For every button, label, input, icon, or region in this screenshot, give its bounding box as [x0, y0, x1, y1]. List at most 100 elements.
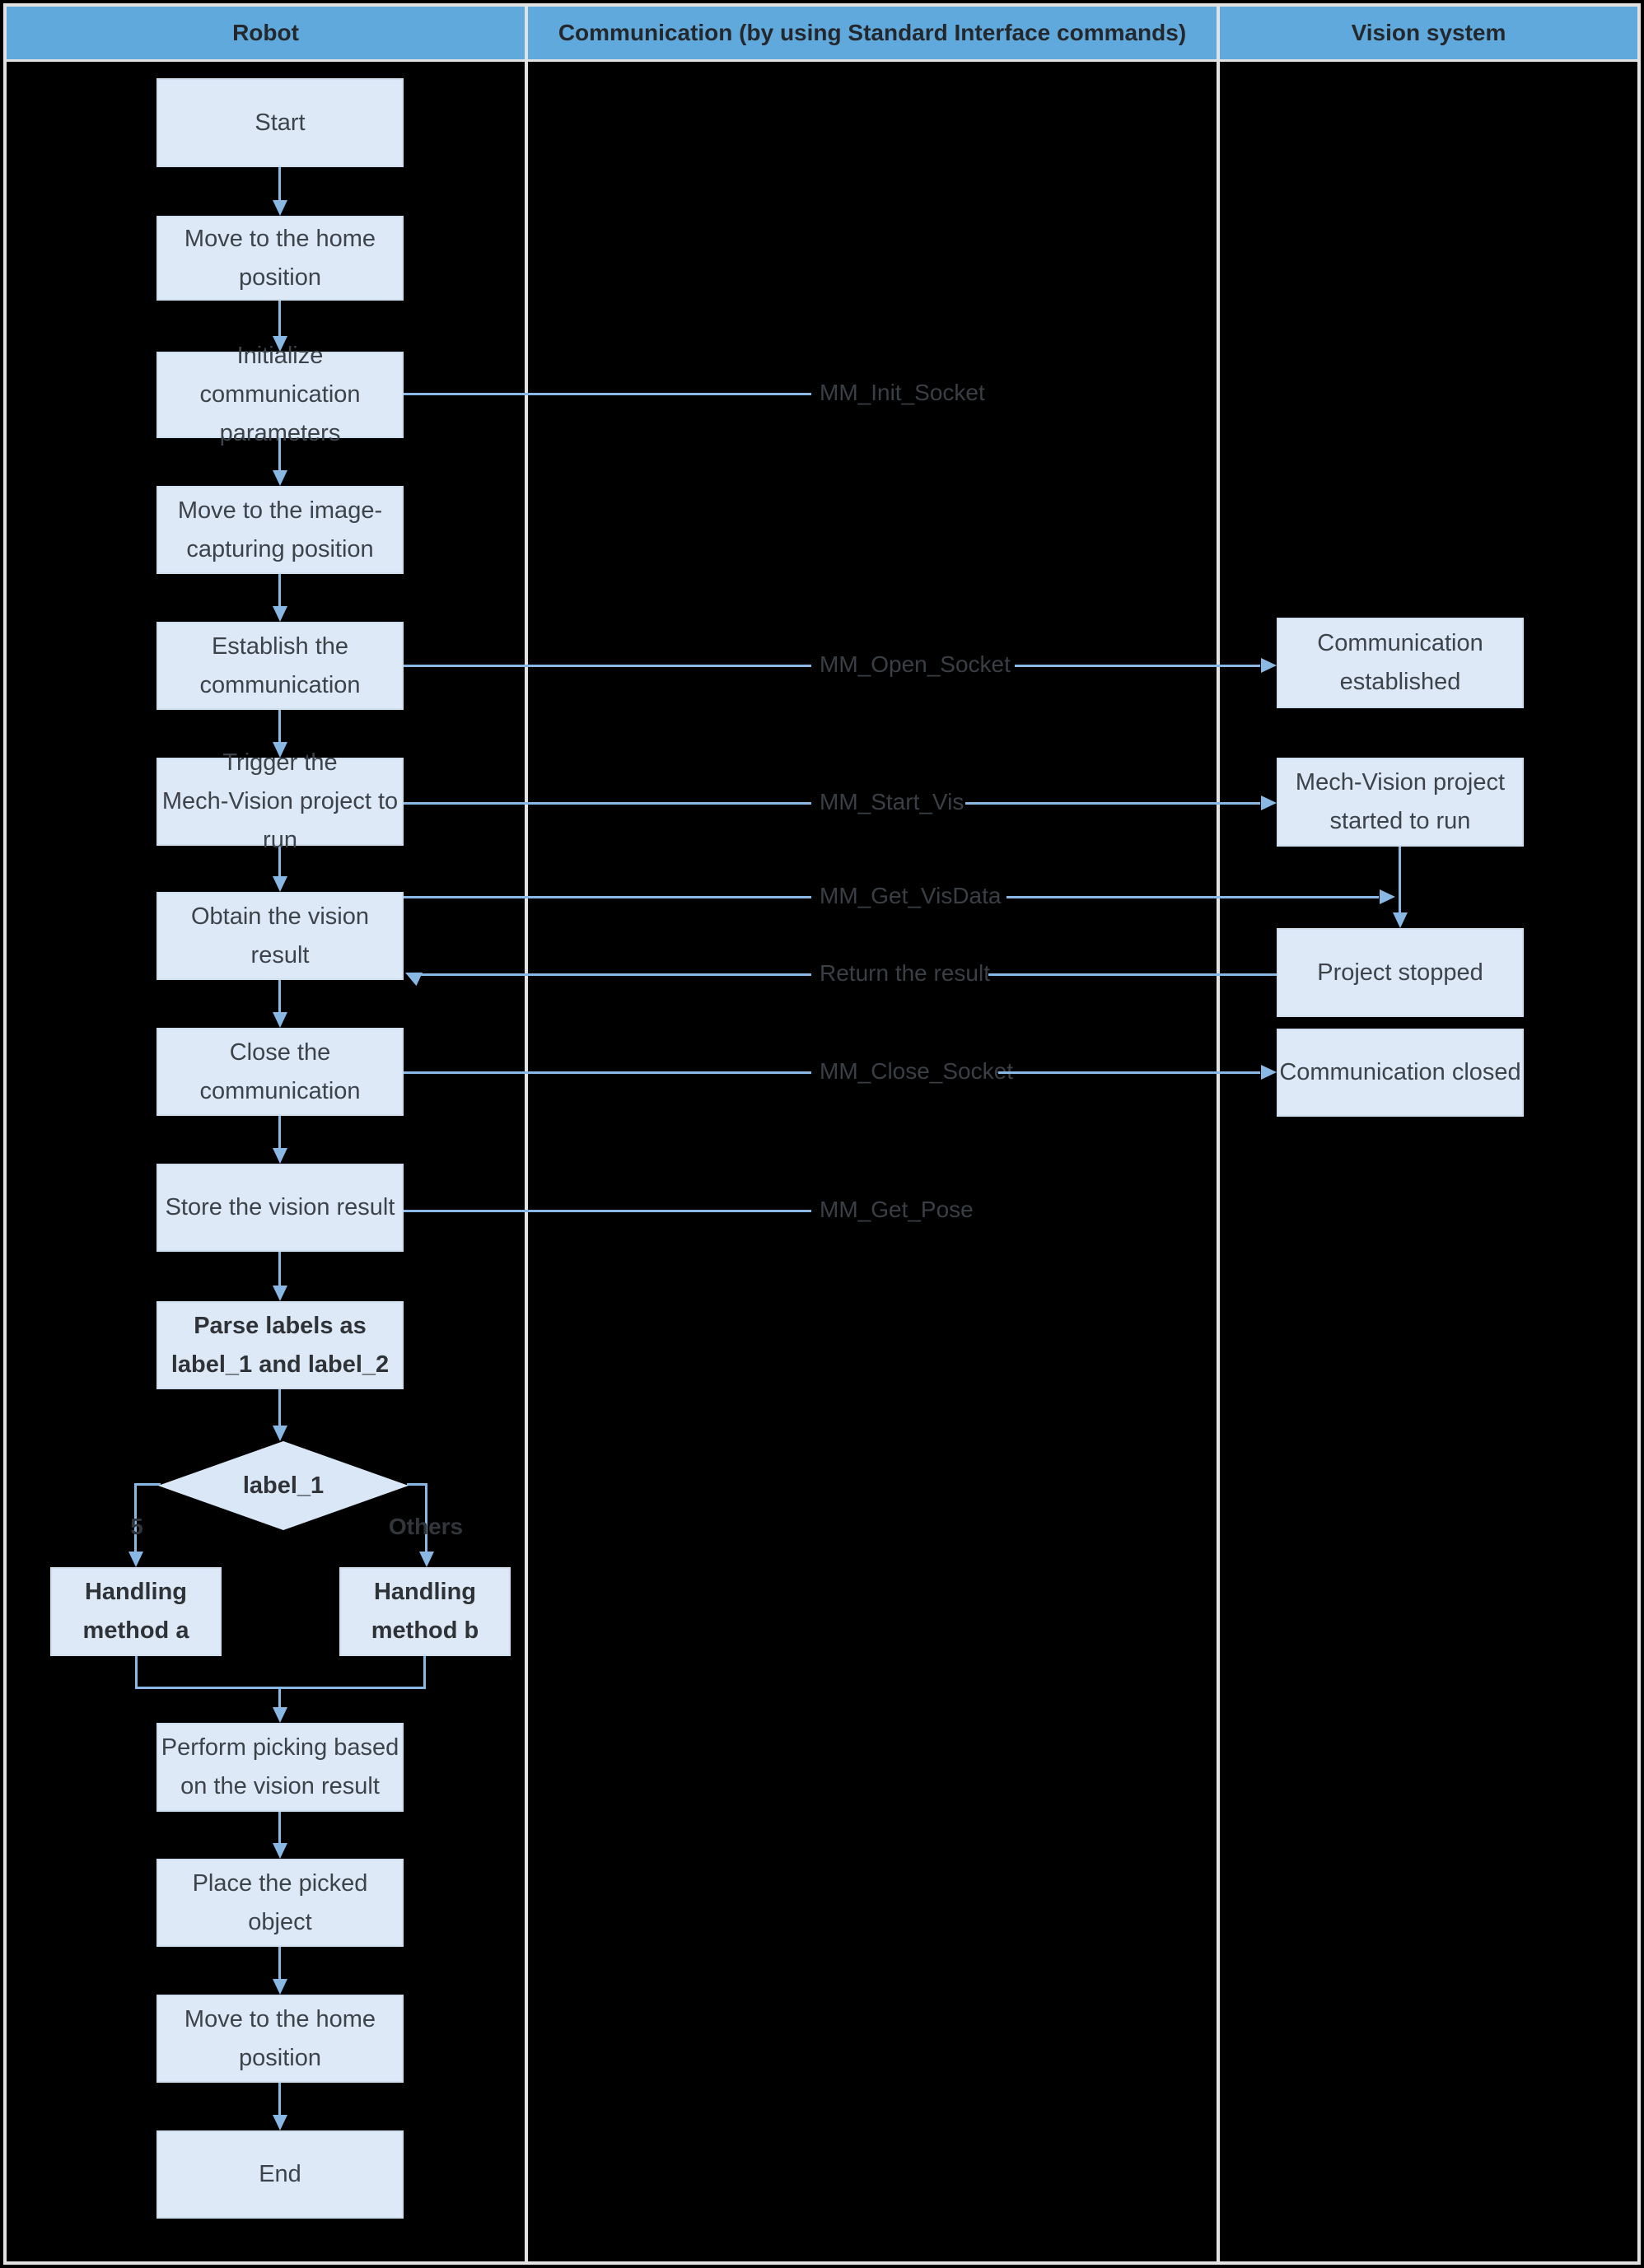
arrowhead-parse [273, 1286, 287, 1301]
node-establish-communication: Establish the communication [156, 622, 404, 710]
arrowhead-communication-established [1261, 658, 1277, 673]
node-communication-closed-label: Communication closed [1279, 1059, 1521, 1085]
line-mm-get-visdata-right [1006, 896, 1379, 898]
header-underline [7, 59, 1637, 62]
arrowhead-init [273, 336, 287, 352]
arrowhead-obtain [273, 876, 287, 892]
node-perform-picking: Perform picking based on the vision resu… [156, 1723, 404, 1812]
node-project-stopped-label: Project stopped [1317, 959, 1483, 986]
line-mm-open-socket-left [404, 665, 811, 667]
command-mm-get-visdata: MM_Get_VisData [820, 883, 1002, 908]
arrow-store-to-parse [278, 1252, 281, 1286]
node-parse-labels: Parse labels as label_1 and label_2 [156, 1301, 404, 1389]
arrow-establish-to-trigger [278, 710, 281, 743]
lane-header-communication-label: Communication (by using Standard Interfa… [558, 20, 1187, 45]
line-return-result-left [418, 973, 811, 976]
merge-horizontal-line [135, 1687, 426, 1689]
node-store-vision-result: Store the vision result [156, 1164, 404, 1252]
arrowhead-move-home-2 [273, 1979, 287, 1995]
arrowhead-project-started [1261, 796, 1277, 810]
node-handling-method-b-label: Handling method b [371, 1579, 479, 1644]
node-obtain-vision-result: Obtain the vision result [156, 892, 404, 980]
branch-left-vertical-line [134, 1485, 137, 1552]
arrowhead-store [273, 1148, 287, 1164]
line-mm-open-socket-right [1015, 665, 1260, 667]
arrowhead-end [273, 2115, 287, 2130]
node-close-communication: Close the communication [156, 1028, 404, 1116]
command-mm-open-socket: MM_Open_Socket [820, 651, 1011, 677]
node-move-image-capturing: Move to the image- capturing position [156, 486, 404, 574]
node-end-label: End [259, 2161, 301, 2187]
decision-diamond-label: label_1 [242, 1472, 325, 1499]
arrowhead-perform [273, 1707, 287, 1723]
node-move-home-2-label: Move to the home position [184, 2005, 376, 2071]
arrowhead-trigger [273, 742, 287, 758]
line-mm-close-socket-right [998, 1071, 1260, 1074]
command-mm-close-socket: MM_Close_Socket [820, 1058, 1013, 1084]
arrow-trigger-to-obtain [278, 846, 281, 877]
command-mm-start-vis: MM_Start_Vis [820, 789, 964, 814]
lane-divider-robot-communication [525, 7, 528, 2261]
arrow-init-to-move-image [278, 438, 281, 471]
arrow-place-to-move-home-2 [278, 1947, 281, 1979]
arrow-perform-to-place [278, 1812, 281, 1843]
outer-frame [3, 3, 1641, 2265]
node-obtain-vision-result-label: Obtain the vision result [190, 903, 369, 968]
arrow-obtain-to-close [278, 980, 281, 1013]
command-mm-get-pose: MM_Get_Pose [820, 1197, 974, 1222]
arrow-parse-to-decision [278, 1389, 281, 1426]
lane-header-communication: Communication (by using Standard Interfa… [528, 7, 1217, 59]
arrow-merge-to-perform [278, 1689, 281, 1708]
arrow-close-to-store [278, 1116, 281, 1149]
merge-right-vertical-line [423, 1656, 426, 1689]
arrowhead-close [273, 1012, 287, 1028]
node-initialize-communication-label: Initialize communication parameters [199, 343, 361, 446]
node-trigger-mech-vision-label: Trigger the Mech-Vision project to run [161, 749, 399, 853]
node-trigger-mech-vision: Trigger the Mech-Vision project to run [156, 749, 404, 853]
branch-left-horizontal-line [134, 1483, 161, 1486]
arrowhead-move-home [273, 200, 287, 216]
command-return-result: Return the result [820, 960, 990, 986]
node-end: End [156, 2130, 404, 2219]
node-project-started: Mech-Vision project started to run [1277, 758, 1524, 847]
node-handling-method-a-label: Handling method a [82, 1579, 189, 1644]
node-move-home-2: Move to the home position [156, 1995, 404, 2083]
line-mm-get-visdata-left [404, 896, 811, 898]
arrowhead-place [273, 1843, 287, 1859]
lane-header-robot: Robot [7, 7, 525, 59]
line-mm-get-pose [404, 1210, 811, 1212]
arrowhead-project-stopped [1393, 912, 1408, 928]
node-initialize-communication: Initialize communication parameters [156, 343, 404, 446]
line-mm-close-socket-left [404, 1071, 811, 1074]
lane-header-robot-label: Robot [232, 20, 299, 45]
arrow-move-image-to-establish [278, 574, 281, 607]
node-start-label: Start [255, 109, 306, 136]
lane-header-vision: Vision system [1220, 7, 1637, 59]
node-move-home: Move to the home position [156, 216, 404, 301]
arrow-project-started-to-stopped [1399, 847, 1401, 912]
node-handling-method-a: Handling method a [50, 1567, 222, 1656]
node-communication-established-label: Communication established [1317, 630, 1483, 695]
node-communication-established: Communication established [1277, 618, 1524, 708]
arrowhead-decision [273, 1426, 287, 1441]
node-project-stopped: Project stopped [1277, 928, 1524, 1017]
arrow-move-home-to-init [278, 301, 281, 337]
branch-right-horizontal-line [407, 1483, 427, 1486]
node-start: Start [156, 78, 404, 167]
arrowhead-handling-a [128, 1552, 143, 1567]
node-communication-closed: Communication closed [1277, 1029, 1524, 1117]
line-return-result-right [988, 973, 1277, 976]
node-place-object: Place the picked object [156, 1859, 404, 1947]
node-store-vision-result-label: Store the vision result [165, 1194, 395, 1220]
node-close-communication-label: Close the communication [199, 1038, 361, 1104]
arrowhead-get-visdata [1380, 889, 1395, 904]
branch-label-others: Others [388, 1514, 464, 1539]
node-perform-picking-label: Perform picking based on the vision resu… [161, 1734, 399, 1799]
line-mm-init-socket [404, 393, 811, 395]
arrow-move-home-2-to-end [278, 2083, 281, 2115]
node-establish-communication-label: Establish the communication [199, 632, 361, 698]
arrowhead-establish [273, 606, 287, 622]
arrowhead-communication-closed [1261, 1065, 1277, 1080]
decision-diamond [158, 1441, 409, 1530]
